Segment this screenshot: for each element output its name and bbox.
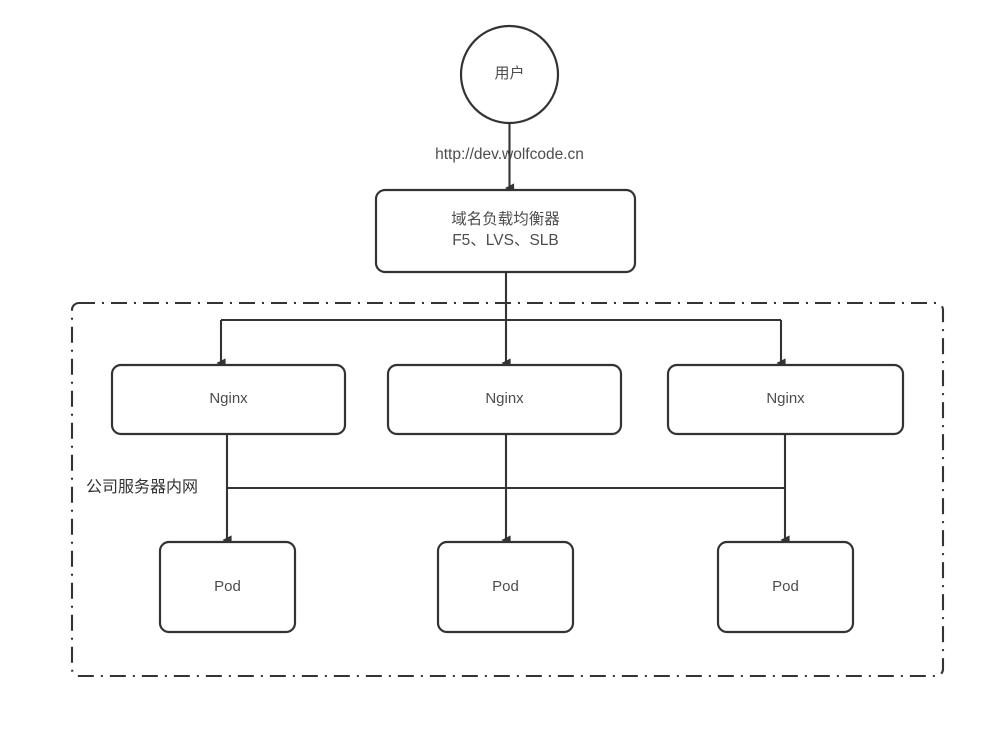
user-node-shape xyxy=(459,24,560,125)
nginx-node-shape-3 xyxy=(666,363,905,436)
nginx-node-shape-1 xyxy=(110,363,347,436)
intranet-zone-boundary xyxy=(70,301,945,678)
loadbalancer-node-shape xyxy=(374,188,637,274)
pod-node-shape-2 xyxy=(436,540,575,634)
pod-node-shape-3 xyxy=(716,540,855,634)
nginx-node-shape-2 xyxy=(386,363,623,436)
pod-node-shape-1 xyxy=(158,540,297,634)
